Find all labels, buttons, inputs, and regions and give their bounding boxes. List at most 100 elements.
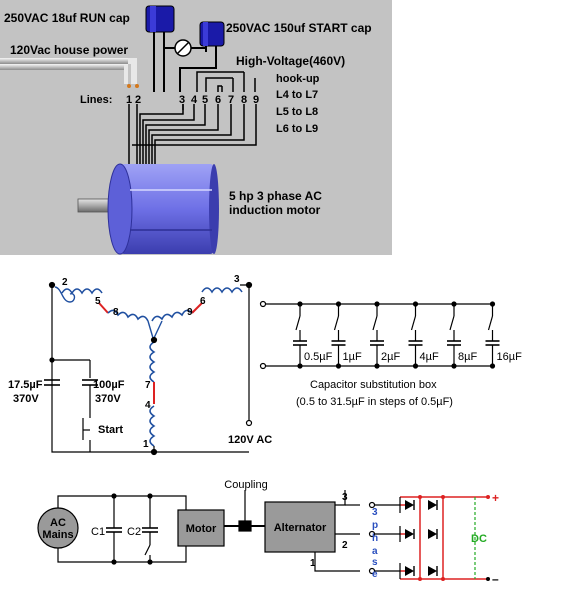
coil-2-5 [54,286,76,303]
box-title: Capacitor substitution box [310,379,437,391]
run-cap-label: 250VAC 18uf RUN cap [4,11,130,25]
run-cap-voltage: 370V [13,393,39,405]
input-voltage-label: 120V AC [228,434,272,446]
l6-l9-label: L6 to L9 [276,123,318,135]
start-cap-voltage: 370V [95,393,121,405]
dc-plus-label: + [492,491,499,505]
run-capacitor [145,5,175,92]
node-label: 4 [145,400,151,411]
house-power-label: 120Vac house power [10,43,128,57]
block-labels: AC Mains C1 C2 Motor Coupling Alternator… [42,479,499,586]
box-capacitor-label: 1µF [343,351,362,363]
node-label: 3 [234,274,240,285]
phase-label-char: a [372,546,378,557]
line-number: 8 [241,94,247,106]
box-capacitor-label: 2µF [381,351,400,363]
line-number: 3 [179,94,185,106]
coil-3-6 [201,287,243,294]
box-labels: 0.5µF 1µF 2µF 4µF 8µF 16µF [304,351,522,363]
rectifier-bridge [399,495,490,581]
high-voltage-label: High-Voltage(460V) [236,54,345,68]
motor-leads [128,104,257,166]
node-label: 8 [113,307,119,318]
motor-label-line1: 5 hp 3 phase AC [229,189,322,203]
capacitor-box [259,300,500,370]
start-cap-label: 250VAC 150uf START cap [226,21,372,35]
node-label: 5 [95,296,101,307]
box-capacitor-label: 16µF [497,351,523,363]
diode-icon [405,566,415,576]
dc-label: DC [471,533,487,545]
start-capacitor [164,21,225,92]
box-capacitor-switch [485,301,500,369]
node-label: 9 [187,307,193,318]
box-capacitor-switch [331,301,346,369]
box-capacitor-switch [370,301,384,369]
coil-9-center [151,309,193,322]
diode-icon [428,566,438,576]
motor-block [177,509,225,547]
line-number: 1 [126,94,132,106]
box-capacitor-label: 0.5µF [304,351,333,363]
c2-label: C2 [127,526,141,538]
terminal-label: 2 [342,540,348,551]
phase-label-char: p [372,520,378,531]
phase-label-char: s [372,557,378,568]
diode-icon [405,529,415,539]
box-capacitor-switch [447,301,461,369]
diode-icons [405,500,438,576]
coil-8-center [107,309,149,322]
line-number: 7 [228,94,234,106]
motor-body [77,163,219,255]
power-cord [0,58,139,88]
node-label: 6 [200,296,206,307]
diode-icon [405,500,415,510]
l5-l8-label: L5 to L8 [276,106,318,118]
start-switch-label: Start [98,424,123,436]
line-number: 2 [135,94,141,106]
box-switches [293,301,500,369]
phase-label-char: e [372,569,378,580]
box-capacitor-switch [293,301,307,369]
diode-icon [428,500,438,510]
dc-minus-label: – [492,572,499,586]
coupling-label: Coupling [224,479,267,491]
box-subtitle: (0.5 to 31.5µF in steps of 0.5µF) [296,396,453,408]
terminal-label: 1 [310,558,316,569]
ac-mains-label-1: AC [50,517,66,529]
terminal-label: 3 [342,492,348,503]
c1-label: C1 [91,526,105,538]
line-number: 4 [191,94,198,106]
phase-label-char: 3 [372,507,378,518]
alternator-label: Alternator [274,522,327,534]
diode-icon [428,529,438,539]
start-cap-value: 100µF [93,379,125,391]
motor-label: Motor [186,523,217,535]
ac-mains-label-2: Mains [42,529,73,541]
coupling-block [238,520,252,532]
alternator-block [264,501,336,553]
lines-label: Lines: [80,94,112,106]
l4-l7-label: L4 to L7 [276,89,318,101]
wye-schematic [44,281,253,456]
wye-labels: 2 5 8 9 6 3 7 4 1 17.5µF 370V 100µF 370V… [8,274,272,450]
box-capacitor-label: 4µF [420,351,439,363]
node-label: 7 [145,380,151,391]
hookup-wires [196,71,256,92]
box-capacitor-switch [408,301,423,369]
line-number: 6 [215,94,221,106]
coil-center-7 [149,341,156,383]
run-cap-value: 17.5µF [8,379,43,391]
motor-wiring-illustration: 250VAC 18uf RUN cap 250VAC 150uf START c… [0,0,392,255]
coil-4-1 [149,405,156,447]
line-number: 5 [202,94,208,106]
motor-label-line2: induction motor [229,203,321,217]
line-number: 9 [253,94,259,106]
coil-2-5 [61,288,103,295]
link-5-8 [98,302,109,314]
box-capacitor-label: 8µF [458,351,477,363]
phase-label-char: h [372,533,378,544]
node-label: 2 [62,277,68,288]
